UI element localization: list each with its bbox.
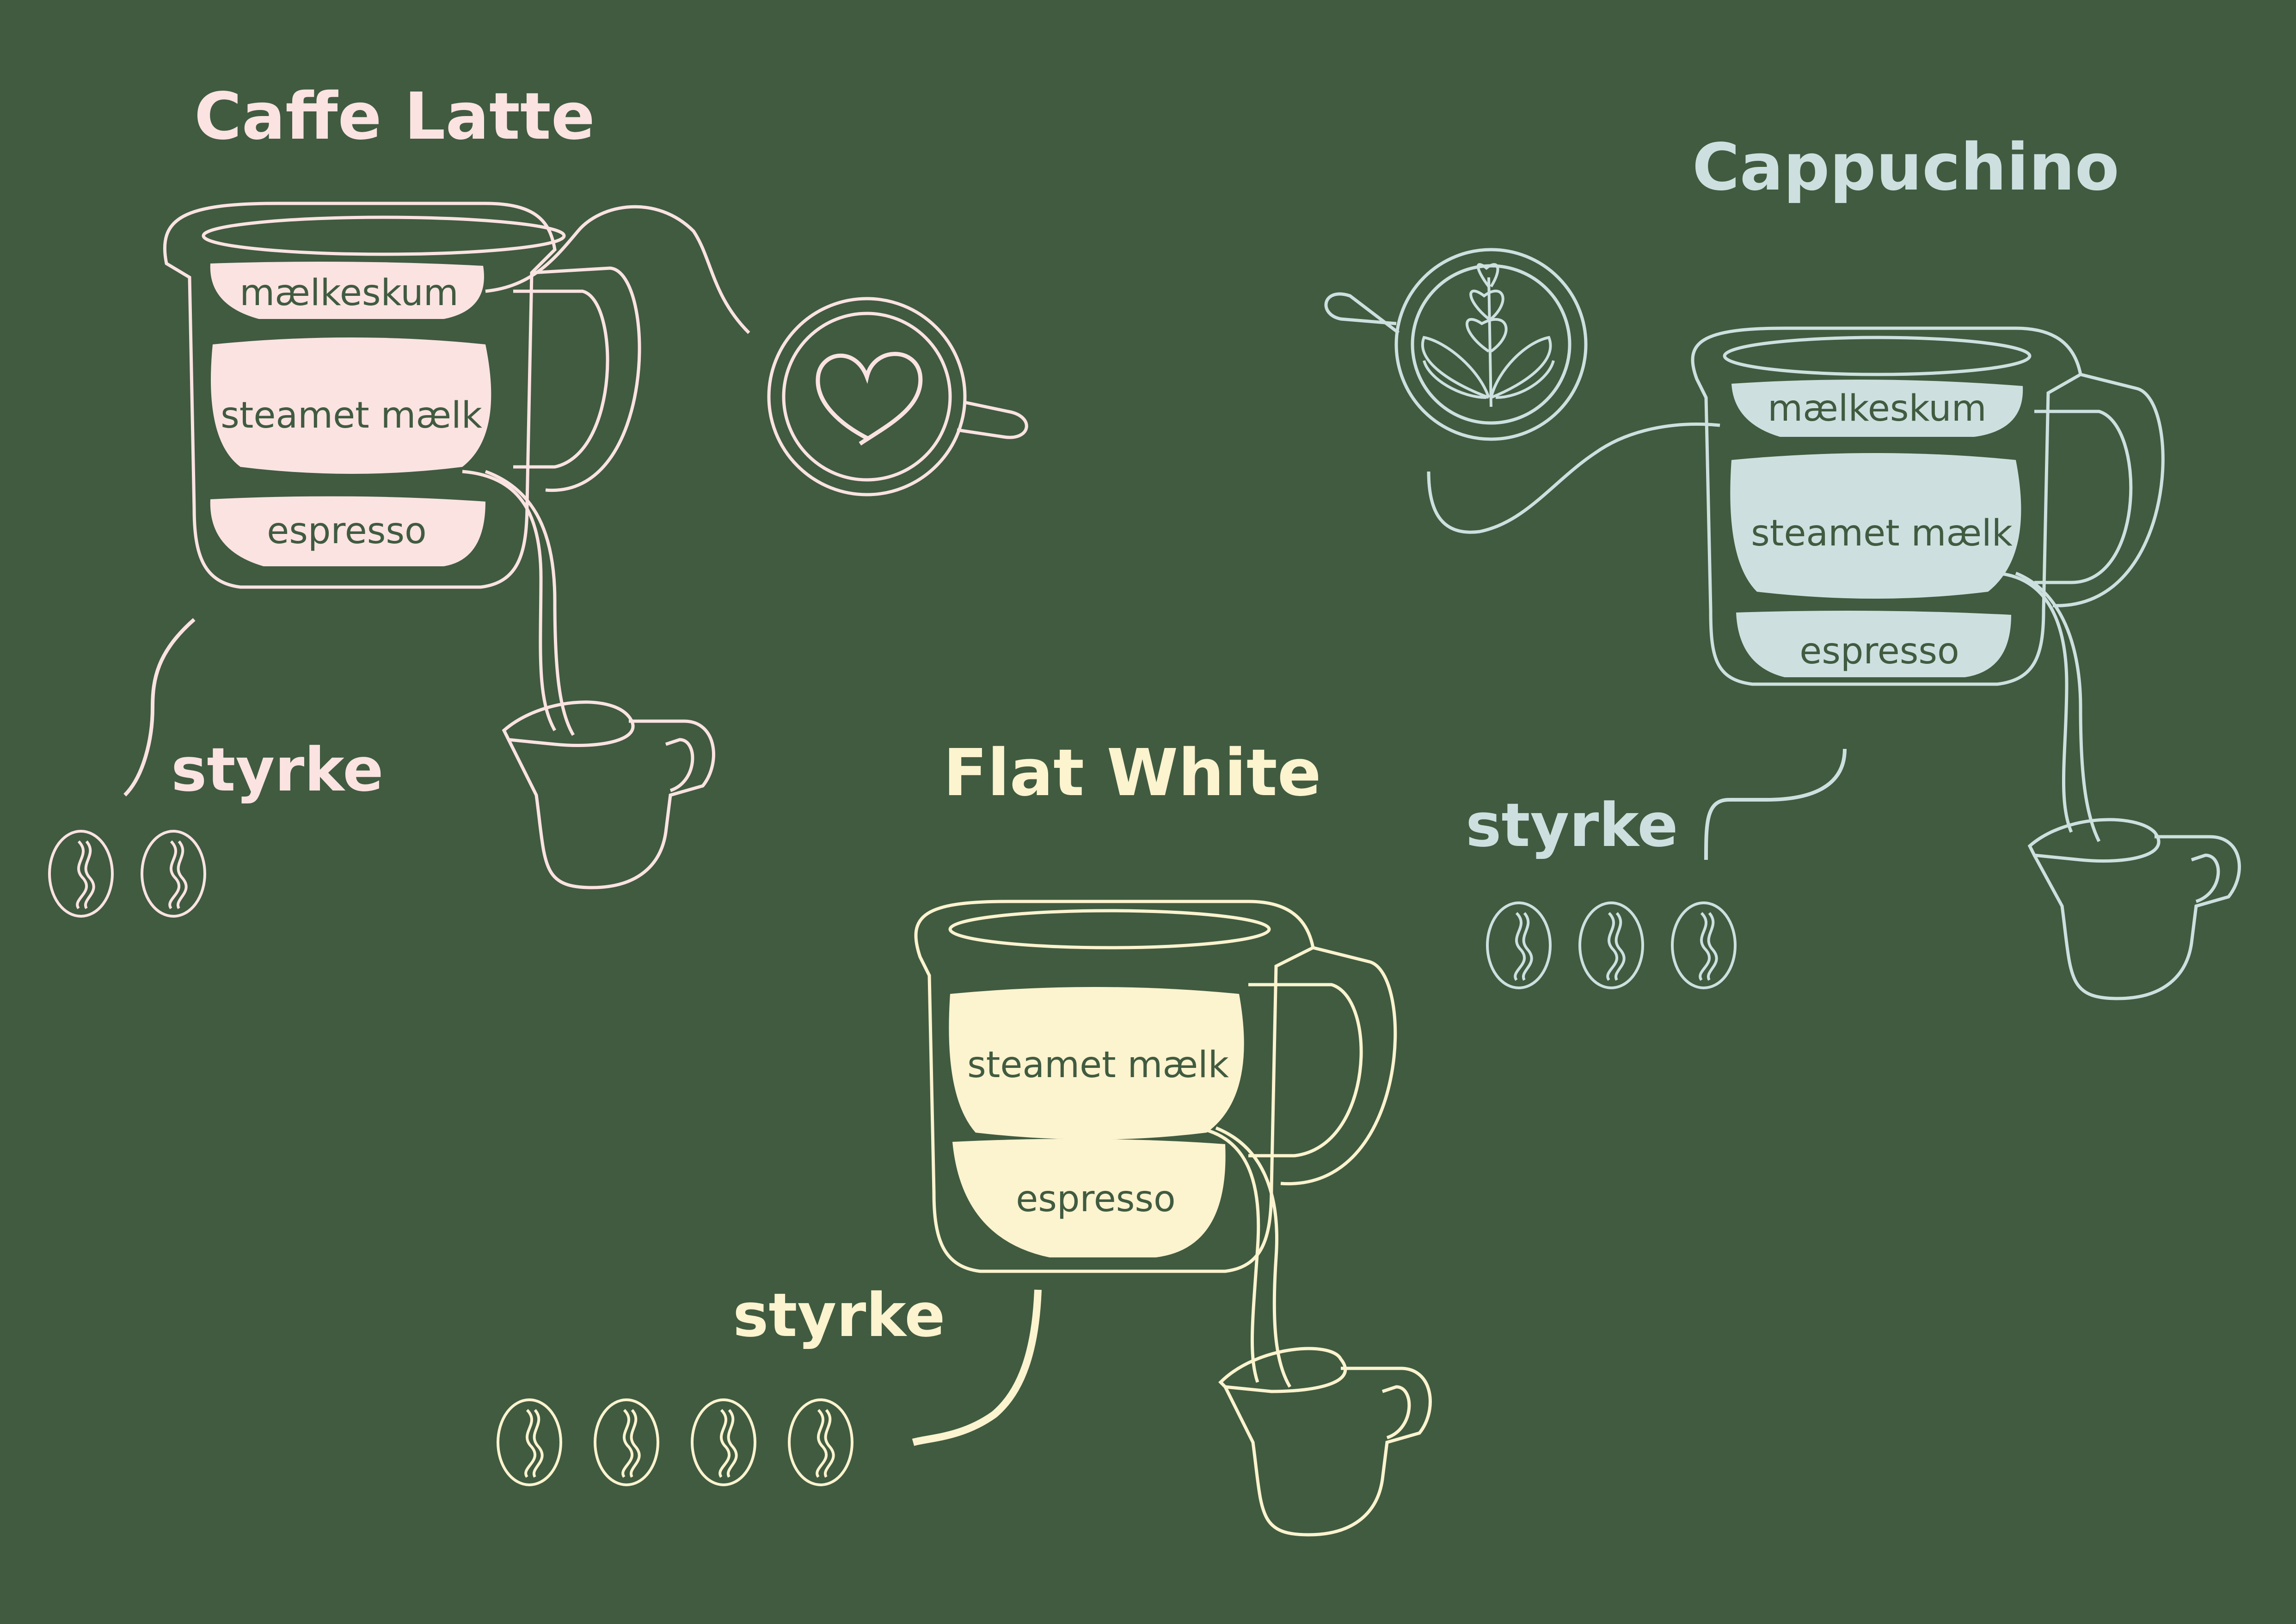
coffee-bean-icon xyxy=(1671,901,1737,989)
flat-white-layer-espresso-label: espresso xyxy=(1016,1178,1175,1220)
coffee-bean-icon xyxy=(1486,901,1552,989)
caffe-latte-layer-espresso xyxy=(210,496,485,566)
caffe-latte-layer-foam-label: mælkeskum xyxy=(239,272,458,314)
cappuchino-strength-label: styrke xyxy=(1466,790,1678,860)
caffe-latte-layer-steamed-milk xyxy=(211,337,491,474)
flat-white-glass xyxy=(914,900,1397,1273)
caffe-latte-latte-art-cup xyxy=(767,297,1028,496)
coffee-bean-icon xyxy=(141,830,206,918)
cappuchino-layer-foam-label: mælkeskum xyxy=(1768,388,1986,429)
cappuchino-pitcher xyxy=(1997,571,2241,1000)
flat-white-title: Flat White xyxy=(943,735,1321,811)
flat-white-strength-label: styrke xyxy=(733,1280,945,1350)
coffee-bean-icon xyxy=(48,830,114,918)
coffee-bean-icon xyxy=(594,1398,659,1486)
cappuchino-layer-steamed-milk-label: steamet mælk xyxy=(1751,513,2013,554)
flat-white-layer-steamed-milk-label: steamet mælk xyxy=(967,1044,1229,1086)
caffe-latte-strength-beans xyxy=(48,830,206,918)
caffe-latte-title: Caffe Latte xyxy=(194,79,595,154)
caffe-latte-layer-foam xyxy=(210,262,484,319)
cappuchino-glass xyxy=(1691,326,2165,686)
coffee-bean-icon xyxy=(788,1398,853,1486)
cappuchino-panel: Cappuchino mælkeskum steamet mælk espres… xyxy=(1324,130,2241,1000)
cappuchino-title: Cappuchino xyxy=(1692,130,2119,205)
cappuchino-layer-espresso-label: espresso xyxy=(1799,631,1959,672)
caffe-latte-panel: Caffe Latte mælkeskum steamet mælk espre… xyxy=(48,79,1028,918)
flat-white-panel: Flat White steamet mælk espresso styrke xyxy=(497,735,1432,1537)
caffe-latte-pitcher xyxy=(462,470,715,889)
flat-white-layer-steamed-milk xyxy=(949,987,1244,1140)
cappuchino-strength-beans xyxy=(1486,901,1737,989)
flat-white-strength-beans xyxy=(497,1398,853,1486)
leaf-icon xyxy=(1421,263,1555,407)
cappuchino-connector xyxy=(1427,423,1720,534)
caffe-latte-layer-espresso-label: espresso xyxy=(267,510,426,552)
cappuchino-layer-espresso xyxy=(1736,611,2011,677)
coffee-bean-icon xyxy=(691,1398,756,1486)
caffe-latte-strength-label: styrke xyxy=(171,735,384,805)
cappuchino-strength-connector xyxy=(1704,748,1847,860)
flat-white-strength-connector xyxy=(912,1289,1042,1446)
flat-white-pitcher xyxy=(1197,1126,1432,1537)
caffe-latte-glass xyxy=(163,202,641,589)
caffe-latte-strength-connector xyxy=(123,618,196,797)
flat-white-layer-espresso xyxy=(952,1139,1226,1257)
coffee-bean-icon xyxy=(497,1398,562,1486)
cappuchino-layer-foam xyxy=(1731,380,2023,437)
cappuchino-layer-steamed-milk xyxy=(1730,453,2021,599)
caffe-latte-connector xyxy=(485,205,750,334)
heart-icon xyxy=(816,352,923,446)
caffe-latte-layer-steamed-milk-label: steamet mælk xyxy=(221,395,482,436)
coffee-bean-icon xyxy=(1578,901,1644,989)
